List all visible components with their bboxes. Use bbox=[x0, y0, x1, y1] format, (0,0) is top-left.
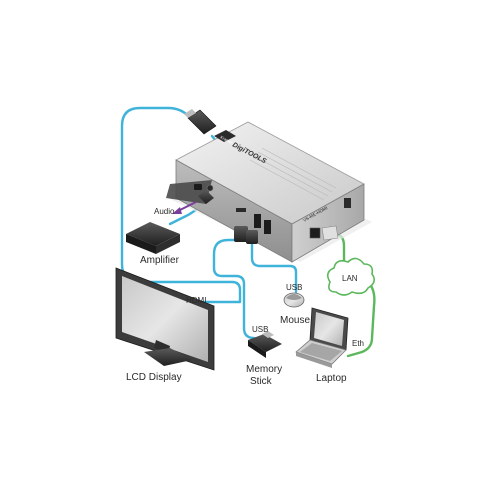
audio-plug bbox=[198, 190, 214, 204]
audio-label: Audio bbox=[154, 207, 175, 216]
main-device: Kramer DigiTOOLS VS-ME-HDMI bbox=[166, 121, 372, 263]
usb-mouse-label: USB bbox=[286, 283, 302, 292]
lcd-display bbox=[115, 267, 215, 371]
usb-stick-label: USB bbox=[252, 325, 268, 334]
usb-mouse-cable bbox=[250, 240, 298, 294]
usb-port-2 bbox=[264, 220, 271, 234]
lcd-stand-base bbox=[144, 348, 192, 366]
card-slot bbox=[236, 208, 246, 212]
memory-stick-label-line2: Stick bbox=[250, 376, 273, 387]
ethernet-port bbox=[309, 227, 321, 239]
amplifier-label: Amplifier bbox=[140, 255, 180, 266]
brand-logo: Kramer bbox=[220, 134, 235, 145]
ethernet-plug bbox=[321, 225, 339, 241]
usb-port-1 bbox=[254, 214, 261, 228]
usb-stick-cable bbox=[212, 238, 264, 342]
audio-jack bbox=[206, 184, 214, 192]
usb-plug-stick bbox=[234, 226, 248, 242]
laptop-screen bbox=[314, 312, 344, 346]
hdmi-plug bbox=[184, 109, 217, 135]
lcd-screen bbox=[122, 276, 208, 362]
audio-port bbox=[194, 184, 202, 190]
lan-label: LAN bbox=[342, 274, 358, 283]
mouse-label: Mouse bbox=[280, 315, 310, 326]
audio-arrowhead bbox=[172, 207, 182, 214]
amplifier bbox=[126, 222, 180, 254]
laptop bbox=[295, 307, 349, 368]
memory-stick-label-line1: Memory bbox=[246, 364, 282, 375]
hdmi-cable bbox=[120, 106, 242, 304]
usb-plug-mouse bbox=[246, 230, 258, 244]
lan-cloud bbox=[326, 257, 376, 296]
brand-plate bbox=[214, 130, 236, 142]
eth-label: Eth bbox=[352, 339, 364, 348]
hdmi-label: HDMI bbox=[186, 296, 206, 305]
mouse bbox=[283, 292, 305, 308]
power-port bbox=[344, 198, 351, 208]
laptop-label: Laptop bbox=[316, 373, 347, 384]
memory-stick bbox=[248, 331, 282, 358]
lcd-display-label: LCD Display bbox=[126, 372, 182, 383]
